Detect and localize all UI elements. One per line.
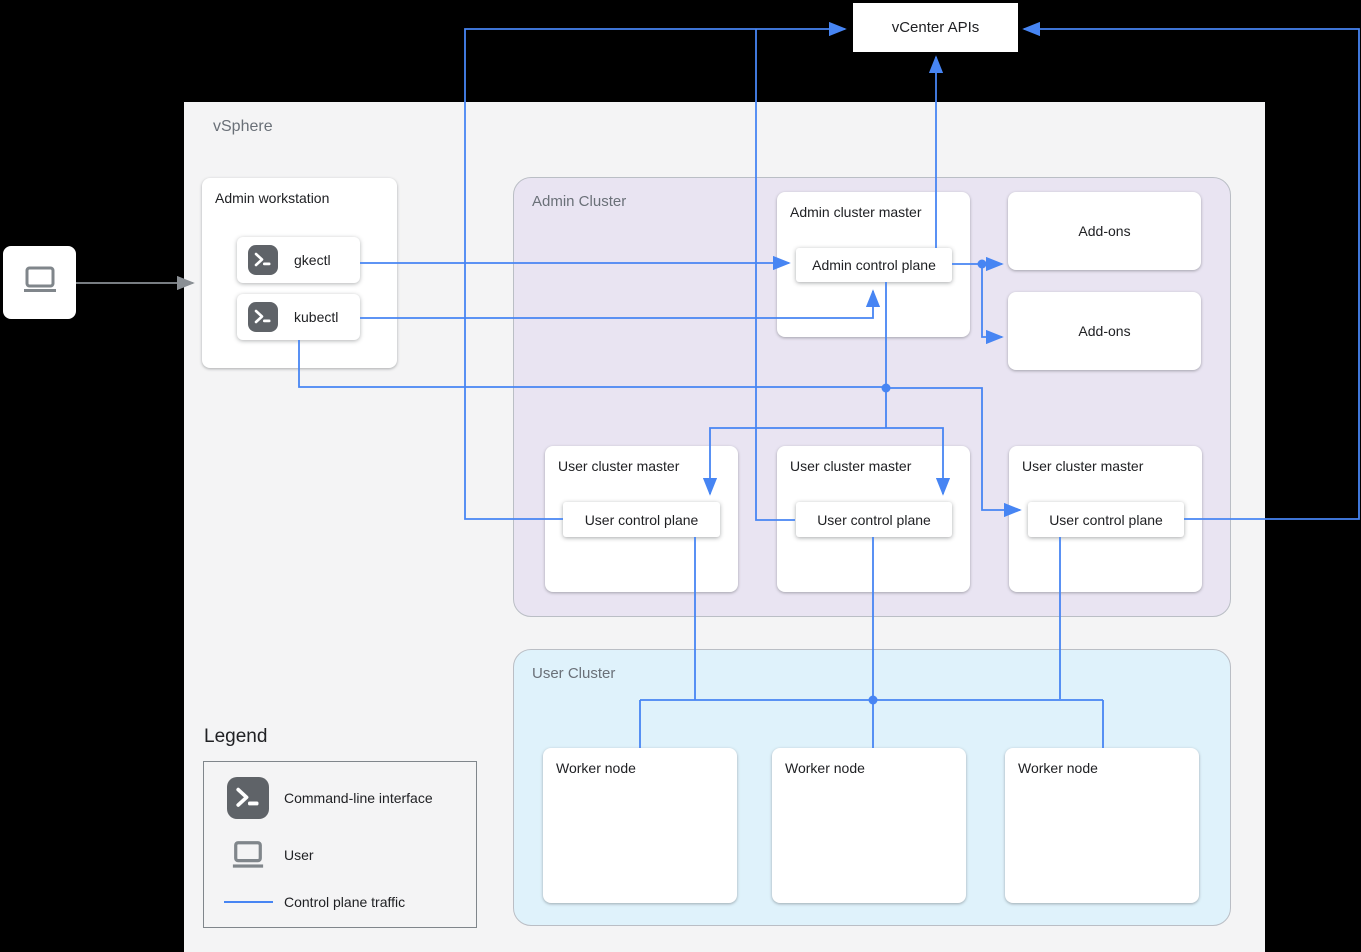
legend-box: Command-line interface User Control plan… bbox=[203, 761, 477, 928]
gkectl-label: gkectl bbox=[294, 252, 331, 268]
user-control-plane-node: User control plane bbox=[1028, 502, 1184, 537]
addons-label: Add-ons bbox=[1078, 223, 1131, 239]
legend-item-user: User bbox=[227, 838, 314, 872]
terminal-icon bbox=[248, 302, 278, 332]
user-cluster-label: User Cluster bbox=[532, 665, 616, 682]
worker-node: Worker node bbox=[1005, 748, 1199, 903]
terminal-icon bbox=[248, 245, 278, 275]
admin-control-plane-node: Admin control plane bbox=[796, 248, 952, 282]
addons-node: Add-ons bbox=[1008, 292, 1201, 370]
admin-cluster-label: Admin Cluster bbox=[532, 193, 627, 210]
user-control-plane-node: User control plane bbox=[796, 502, 952, 537]
admin-workstation-title: Admin workstation bbox=[215, 190, 330, 206]
admin-control-plane-label: Admin control plane bbox=[812, 257, 936, 273]
user-cluster-master-title: User cluster master bbox=[1022, 458, 1144, 474]
vcenter-apis-label: vCenter APIs bbox=[891, 19, 980, 36]
user-control-plane-label: User control plane bbox=[817, 511, 931, 528]
worker-node-title: Worker node bbox=[556, 760, 636, 776]
worker-node-title: Worker node bbox=[1018, 760, 1098, 776]
admin-workstation-node: Admin workstation gkectl kubectl bbox=[202, 178, 397, 368]
worker-node: Worker node bbox=[772, 748, 966, 903]
legend-label-user: User bbox=[284, 847, 314, 863]
user-cluster-master-title: User cluster master bbox=[790, 458, 912, 474]
user-node bbox=[3, 246, 76, 319]
laptop-icon bbox=[227, 838, 269, 872]
kubectl-label: kubectl bbox=[294, 309, 339, 325]
gkectl-node: gkectl bbox=[237, 237, 360, 283]
user-cluster-master-title: User cluster master bbox=[558, 458, 680, 474]
user-control-plane-node: User control plane bbox=[563, 502, 720, 537]
vcenter-apis-node: vCenter APIs bbox=[853, 3, 1018, 52]
addons-node: Add-ons bbox=[1008, 192, 1201, 270]
legend-label-cli: Command-line interface bbox=[284, 790, 433, 806]
kubectl-node: kubectl bbox=[237, 294, 360, 340]
terminal-icon bbox=[227, 777, 269, 819]
control-plane-line-icon bbox=[224, 901, 273, 903]
vsphere-label: vSphere bbox=[213, 118, 273, 135]
legend-label-traffic: Control plane traffic bbox=[284, 894, 406, 910]
worker-node-title: Worker node bbox=[785, 760, 865, 776]
legend-title: Legend bbox=[204, 726, 268, 747]
admin-cluster-master-title: Admin cluster master bbox=[790, 204, 922, 220]
user-control-plane-label: User control plane bbox=[1049, 511, 1163, 528]
worker-node: Worker node bbox=[543, 748, 737, 903]
user-control-plane-label: User control plane bbox=[584, 511, 699, 528]
legend-item-cli: Command-line interface bbox=[227, 777, 433, 819]
laptop-icon bbox=[20, 262, 60, 303]
addons-label: Add-ons bbox=[1078, 323, 1131, 339]
legend-item-traffic: Control plane traffic bbox=[224, 894, 405, 910]
